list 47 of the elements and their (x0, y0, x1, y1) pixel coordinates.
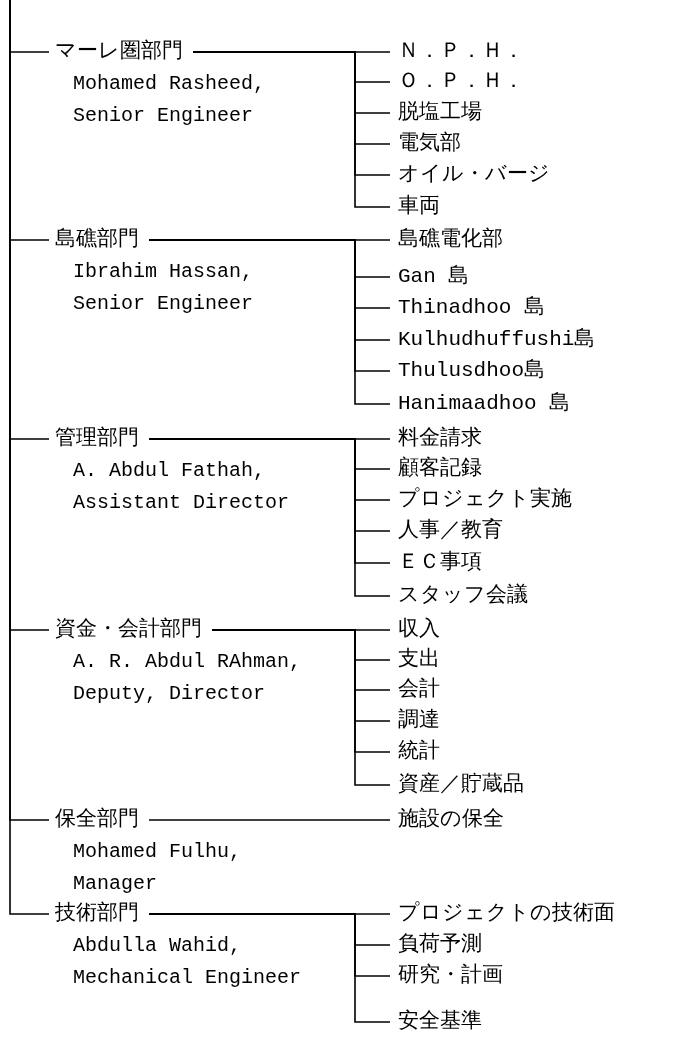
section-name: スタッフ会議 (398, 583, 528, 609)
section-name: 料金請求 (398, 426, 482, 452)
department-name: 管理部門 (55, 426, 139, 452)
section-name: 顧客記録 (398, 456, 482, 482)
connector-line (148, 438, 391, 597)
department-name: 島礁部門 (55, 227, 139, 253)
manager-name: A. Abdul Fathah, Assistant Director (73, 458, 291, 516)
connector-line (192, 51, 391, 208)
manager-name: Mohamed Rasheed, Senior Engineer (73, 71, 267, 129)
section-name: 調達 (398, 708, 440, 734)
section-name: 脱塩工場 (398, 100, 482, 126)
section-name: 施設の保全 (398, 807, 504, 833)
section-name: 負荷予測 (398, 932, 482, 958)
section-name: 電気部 (398, 131, 461, 157)
manager-name: A. R. Abdul RAhman, Deputy, Director (73, 649, 303, 707)
connector-line (148, 913, 391, 1023)
section-name: Ｏ．Ｐ．Ｈ． (398, 69, 524, 95)
section-name: 安全基準 (398, 1009, 482, 1035)
section-name: 統計 (398, 739, 440, 765)
department-name: 技術部門 (55, 901, 139, 927)
department-name: マーレ圏部門 (55, 39, 183, 65)
section-name: 収入 (398, 617, 440, 643)
section-name: 資産／貯蔵品 (398, 772, 524, 798)
section-name: 会計 (398, 677, 440, 703)
section-name: オイル・バージ (398, 162, 550, 188)
manager-name: Abdulla Wahid, Mechanical Engineer (73, 933, 303, 991)
section-name: Thinadhoo 島 (398, 295, 546, 321)
section-name: 支出 (398, 647, 440, 673)
connector-line (148, 239, 391, 405)
section-name: Ｎ．Ｐ．Ｈ． (398, 39, 524, 65)
section-name: プロジェクトの技術面 (398, 901, 615, 927)
section-name: 人事／教育 (398, 518, 503, 544)
manager-name: Ibrahim Hassan, Senior Engineer (73, 259, 255, 317)
section-name: 島礁電化部 (398, 227, 503, 253)
section-name: ＥＣ事項 (398, 550, 482, 576)
section-name: プロジェクト実施 (398, 487, 572, 513)
department-name: 資金・会計部門 (55, 617, 202, 643)
connector-line (148, 819, 391, 821)
connector-line (211, 629, 391, 786)
department-name: 保全部門 (55, 807, 139, 833)
section-name: Gan 島 (398, 264, 470, 290)
section-name: 研究・計画 (398, 963, 503, 989)
section-name: Kulhudhuffushi島 (398, 327, 596, 353)
section-name: Thulusdhoo島 (398, 358, 546, 384)
manager-name: Mohamed Fulhu, Manager (73, 839, 243, 897)
section-name: 車両 (398, 194, 440, 220)
section-name: Hanimaadhoo 島 (398, 391, 571, 417)
